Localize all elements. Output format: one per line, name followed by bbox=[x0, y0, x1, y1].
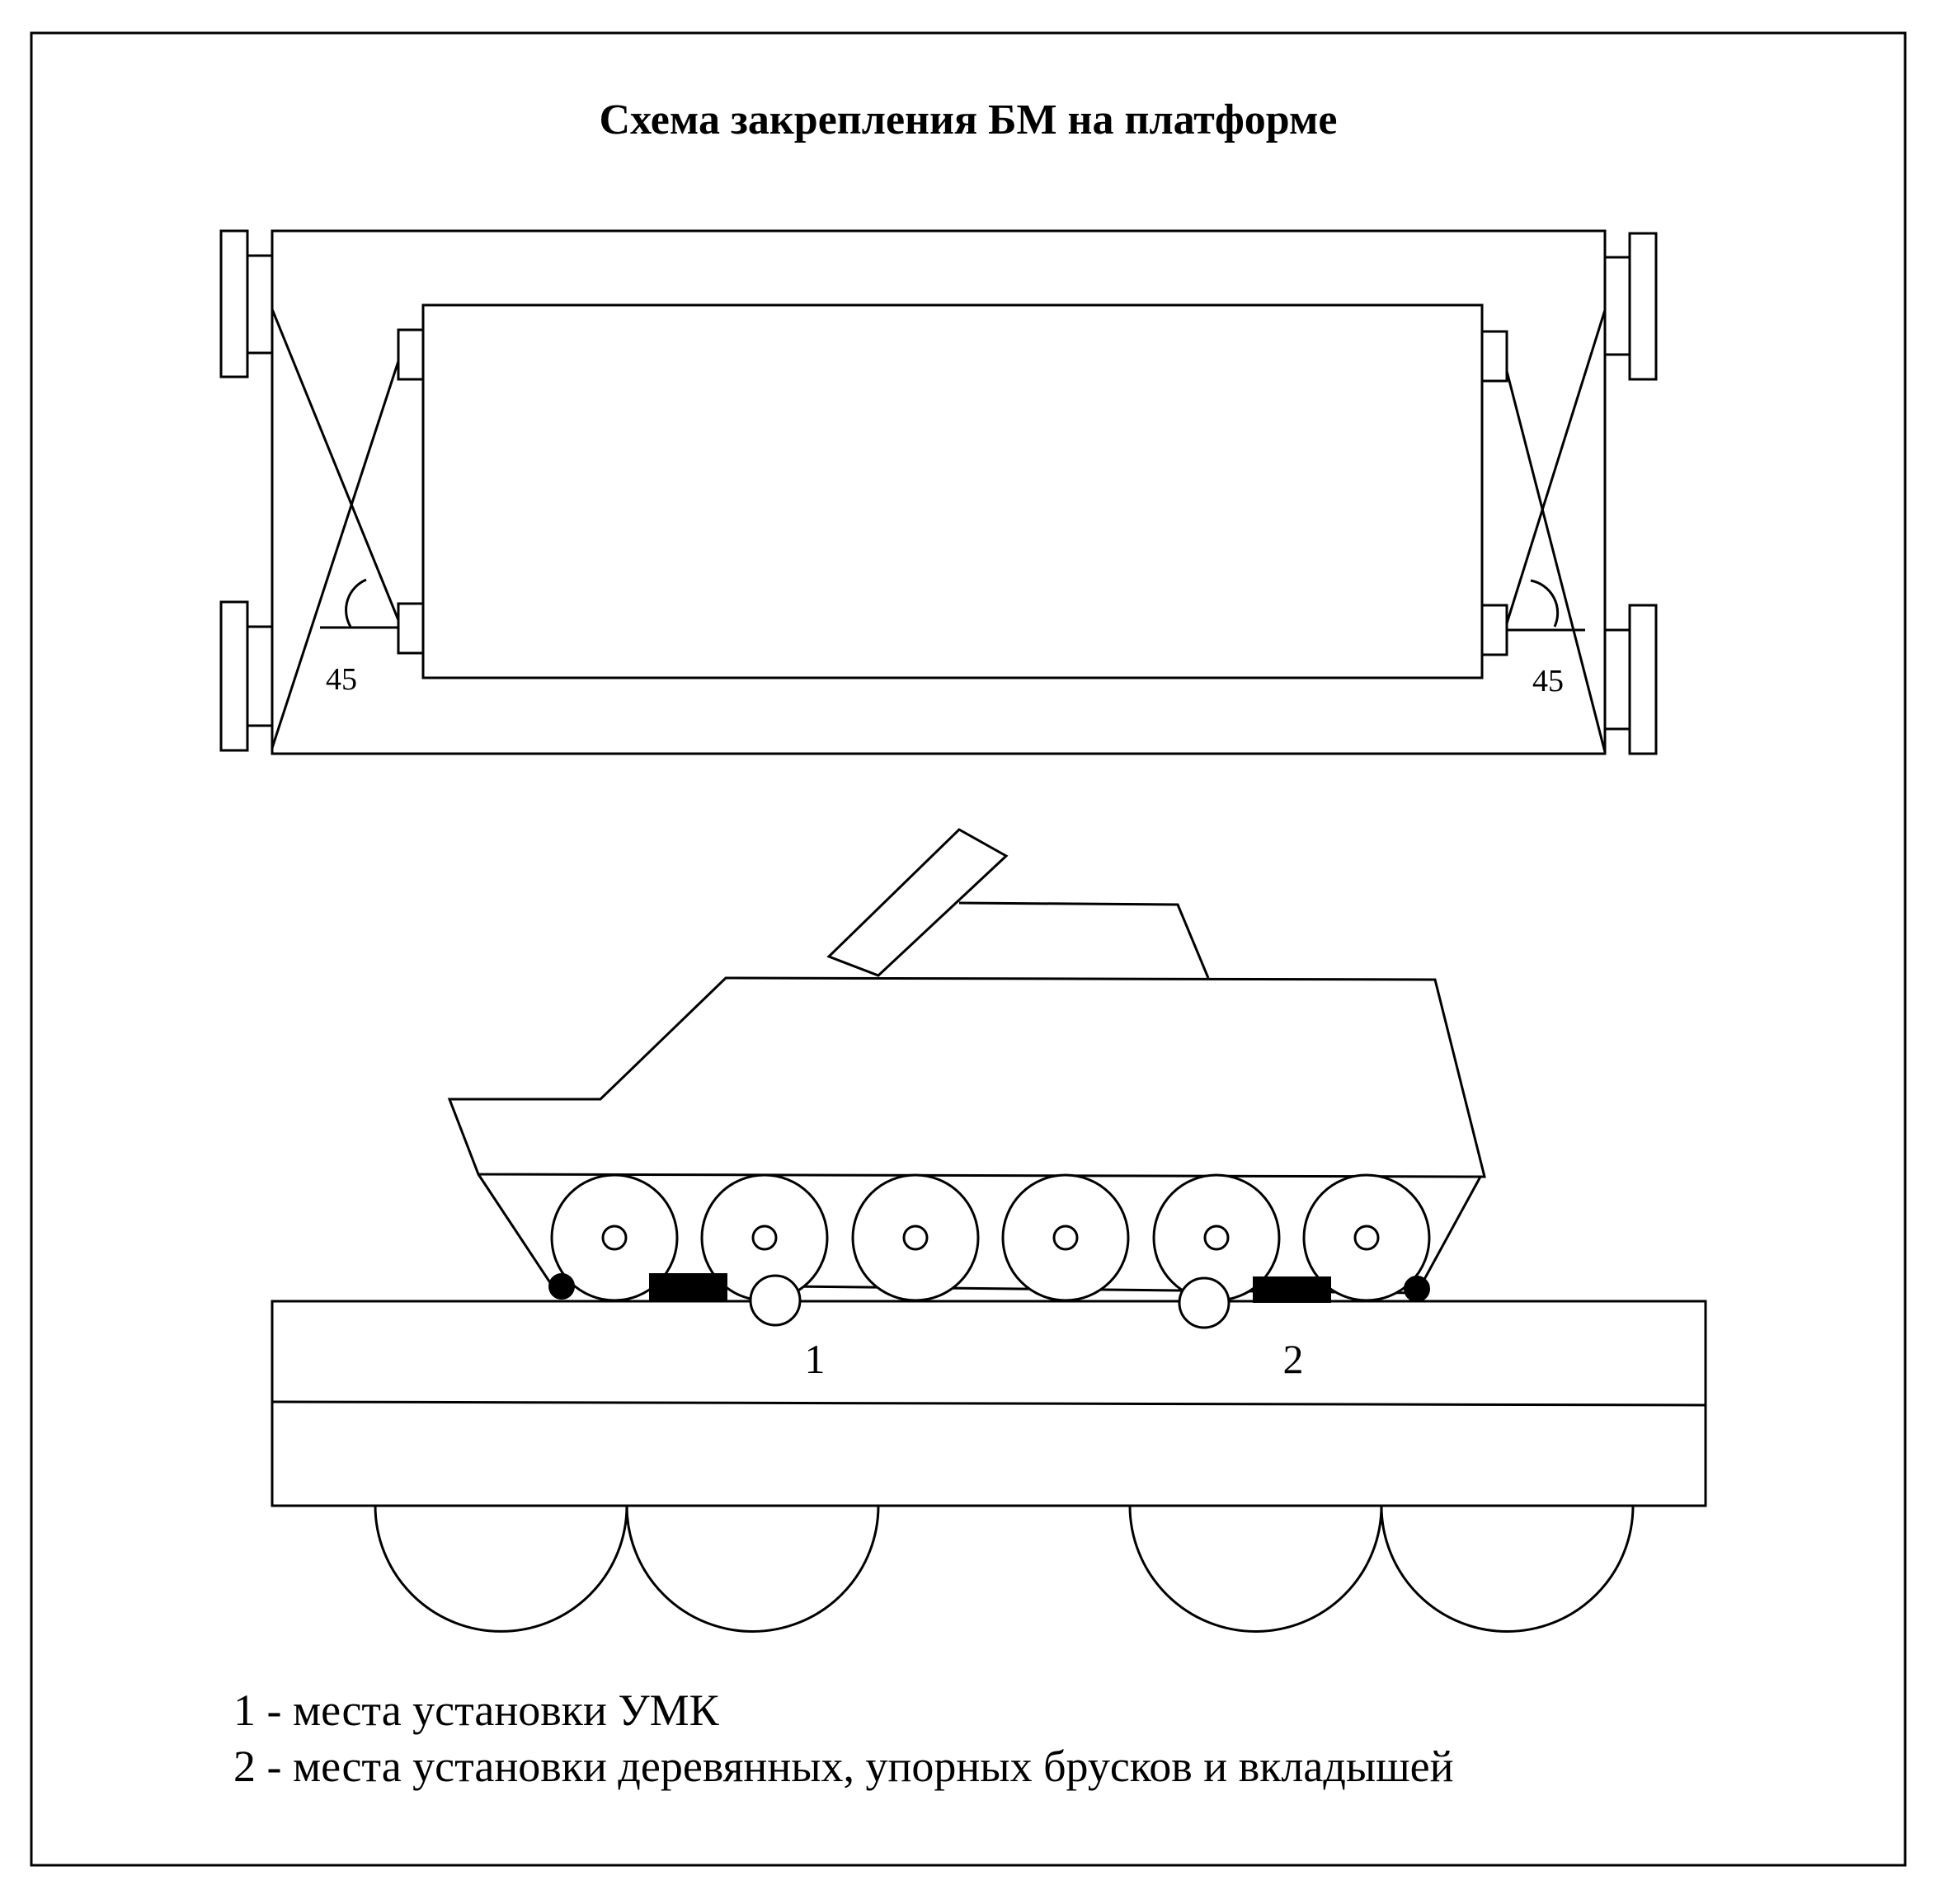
road-wheel bbox=[550, 1173, 679, 1302]
road-wheel bbox=[1302, 1173, 1431, 1302]
top-view: 45 45 bbox=[219, 229, 1658, 755]
coupler-left-top bbox=[219, 229, 274, 378]
angle-marker-right bbox=[1507, 579, 1585, 632]
coupler-right-bottom bbox=[1603, 604, 1658, 755]
wedge-block-right bbox=[1253, 1276, 1331, 1303]
road-wheel bbox=[1001, 1173, 1130, 1302]
railcar-wheels bbox=[374, 1505, 1635, 1633]
vehicle-top-outline bbox=[421, 303, 1484, 679]
road-wheel-hub bbox=[1353, 1225, 1380, 1251]
road-wheel bbox=[851, 1173, 980, 1302]
angle-label-right: 45 bbox=[1532, 664, 1564, 698]
bracket-left-top bbox=[397, 328, 425, 381]
legend-item-2: 2 - места установки деревянных, упорных … bbox=[233, 1742, 1454, 1791]
platform-side-body bbox=[271, 1300, 1707, 1507]
platform-side-divider bbox=[271, 1400, 1706, 1407]
road-wheels bbox=[550, 1173, 1431, 1302]
legend: 1 - места установки УМК 2 - места устано… bbox=[233, 1685, 1454, 1791]
vehicle-hull bbox=[447, 976, 1486, 1178]
diagram-title: Схема закрепления БМ на платформе bbox=[600, 96, 1338, 143]
tie-wire-right-1 bbox=[1505, 309, 1607, 624]
tie-wire-left-2 bbox=[271, 360, 400, 749]
tie-wire-left-1 bbox=[271, 308, 400, 621]
bracket-right-top bbox=[1480, 330, 1508, 383]
chock-left bbox=[548, 1273, 575, 1300]
vehicle-track bbox=[477, 1173, 1482, 1295]
angle-label-left: 45 bbox=[326, 662, 357, 697]
wedge-block-left bbox=[649, 1273, 727, 1300]
legend-item-1: 1 - места установки УМК bbox=[233, 1685, 720, 1735]
road-wheel-hub bbox=[751, 1225, 778, 1251]
platform-top-outline bbox=[271, 229, 1607, 755]
bracket-right-bottom bbox=[1480, 604, 1508, 656]
chock-right bbox=[1404, 1276, 1430, 1302]
vehicle-turret bbox=[958, 901, 1210, 979]
marker-2: 2 bbox=[1283, 1336, 1304, 1382]
road-wheel-hub bbox=[902, 1225, 929, 1251]
road-wheel-hub bbox=[1203, 1225, 1230, 1251]
page-frame bbox=[30, 31, 1907, 1867]
bracket-left-bottom bbox=[397, 602, 425, 655]
coupler-right-top bbox=[1603, 232, 1658, 381]
road-wheel-hub bbox=[1052, 1225, 1079, 1251]
road-wheel-hub bbox=[601, 1225, 628, 1251]
umk-mount-right bbox=[1178, 1276, 1231, 1329]
tie-wire-right-2 bbox=[1505, 370, 1607, 753]
vehicle-barrel bbox=[826, 828, 1009, 977]
side-view: 1 2 bbox=[271, 828, 1707, 1633]
angle-marker-left bbox=[320, 578, 398, 629]
coupler-left-bottom bbox=[219, 600, 274, 752]
umk-mount-left bbox=[749, 1274, 802, 1327]
marker-1: 1 bbox=[805, 1336, 826, 1382]
